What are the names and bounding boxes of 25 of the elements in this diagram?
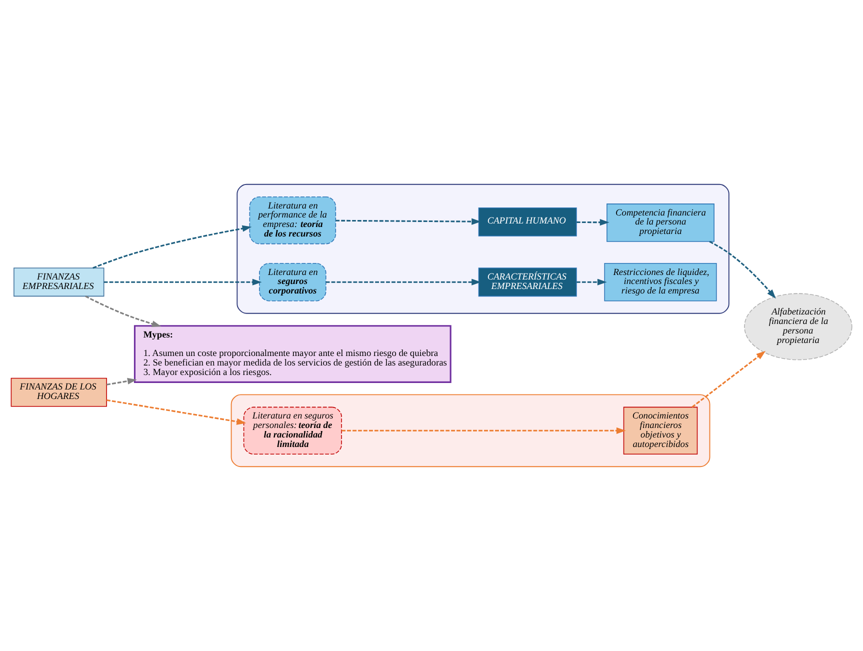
arrow [104,278,262,286]
node-box: CAPITAL HUMANO [478,207,577,236]
node-box: Conocimientos financieros objetivos y autopercibidos [623,406,698,454]
arrow [85,296,162,327]
node-box: Competencia financiera de la persona propietaria [606,204,714,242]
cluster [236,184,730,314]
arrow [326,278,481,286]
arrow [342,427,626,434]
node-box: Literatura en seguros personales: teoría de la racionalidad limitada [243,406,342,454]
node-box: FINANZAS DE LOS HOGARES [10,378,107,407]
node-box: Mypes: 1. Asumen un coste proporcionalmente mayor ante el mismo riesgo de quiebra 2. Se benefician en mayor medida de los servicios de gestión de las aseguradoras 3. Mayor exposición a los riesgos. [134,325,452,383]
arrow [692,350,766,408]
node-box: FINANZAS EMPRESARIALES [14,268,104,297]
cluster [230,394,710,468]
arrow [106,378,137,386]
node-box: CARACTERÍSTICAS EMPRESARIALES [478,268,577,297]
arrow [106,399,246,425]
arrow [709,240,776,299]
arrow [92,225,252,269]
arrow [336,218,481,225]
node-box: Literatura en seguros corporativos [259,262,326,302]
arrow [576,219,610,226]
arrow [576,278,607,286]
node-box: Restricciones de liquidez, incentivos fiscales y riesgo de la empresa [604,262,717,302]
node-box: Literatura en performance de la empresa: teoría de los recursos [249,196,336,244]
